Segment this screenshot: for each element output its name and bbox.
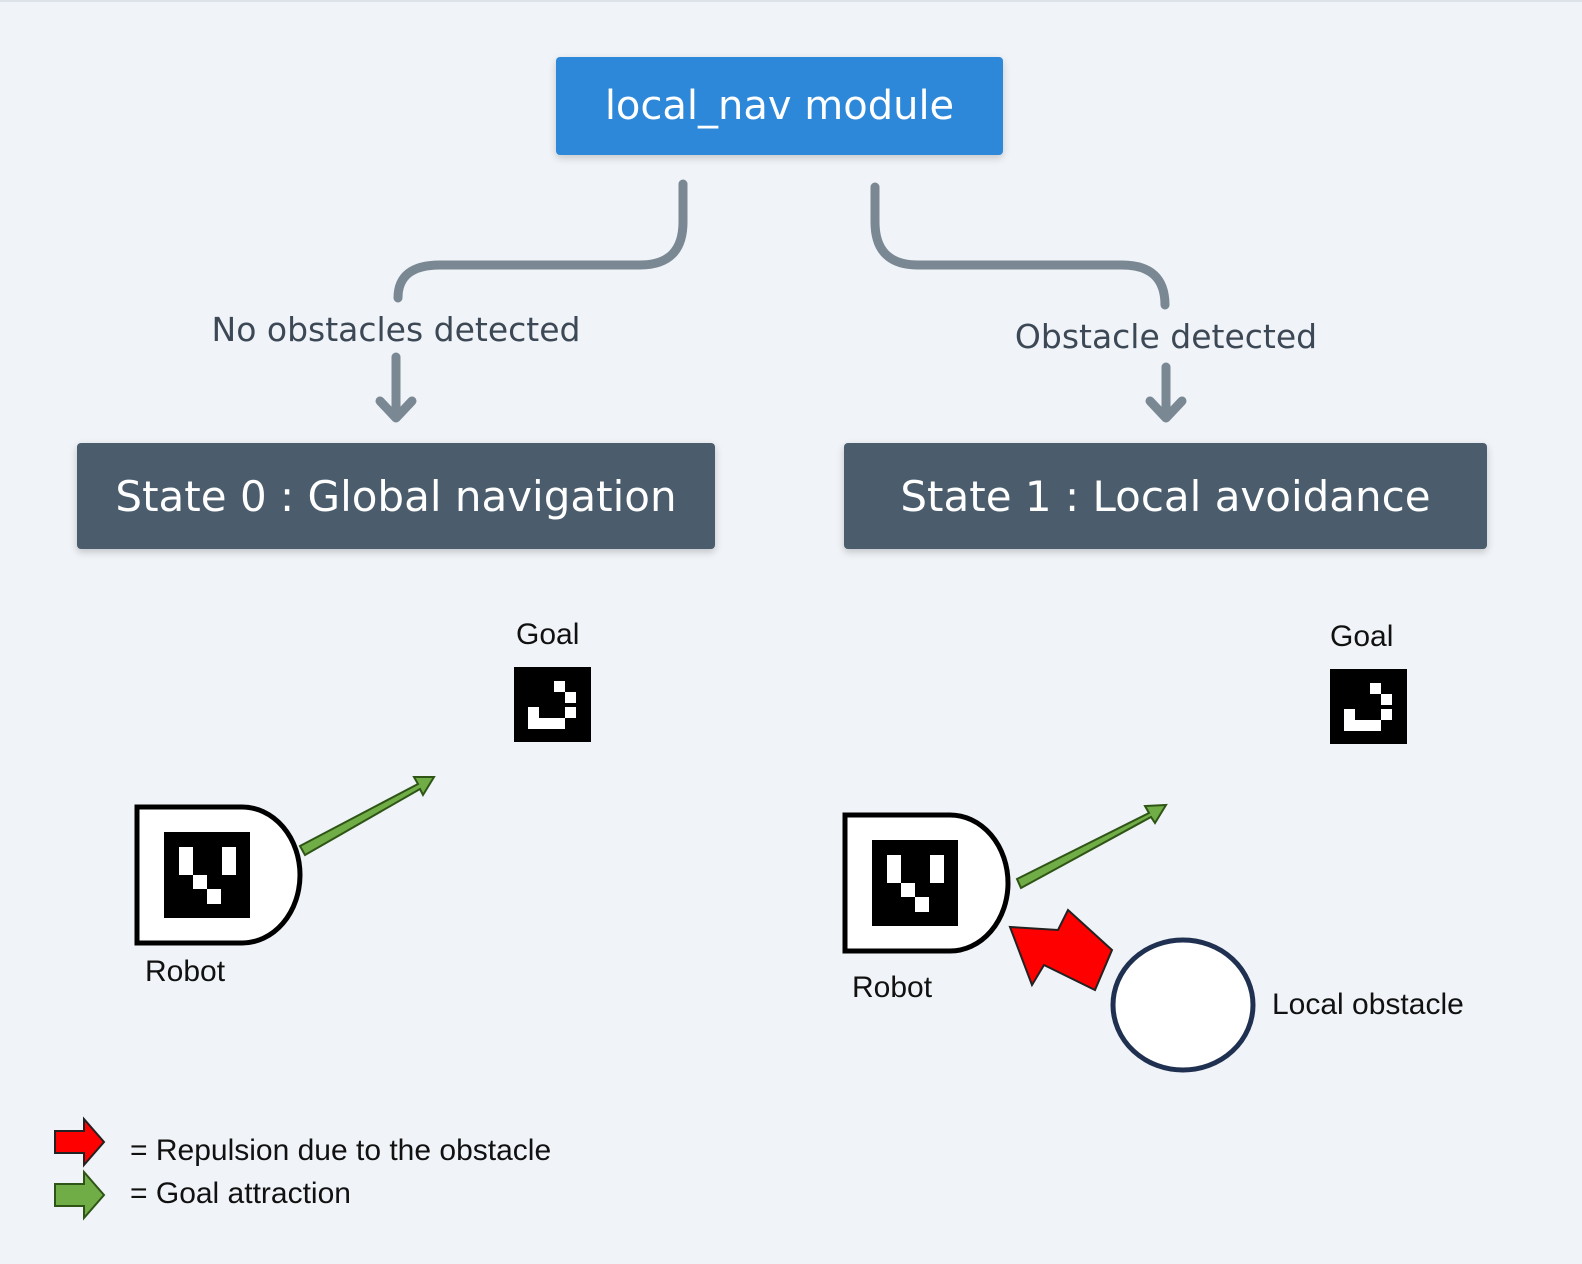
robot-label: Robot <box>145 955 226 988</box>
local-obstacle-circle <box>1110 937 1256 1073</box>
robot-label: Robot <box>852 971 933 1004</box>
legend-attraction-arrow-icon <box>54 1169 106 1221</box>
robot-icon <box>845 815 1008 951</box>
legend-attraction-label: = Goal attraction <box>130 1177 351 1210</box>
legend-repulsion-label: = Repulsion due to the obstacle <box>130 1134 552 1167</box>
connector-left <box>393 179 688 303</box>
state-0-box: State 0 : Global navigation <box>77 443 715 549</box>
condition-label-obstacle: Obstacle detected <box>1014 317 1318 356</box>
state-1-box: State 1 : Local avoidance <box>844 443 1487 549</box>
goal-label: Goal <box>1330 620 1394 653</box>
goal-marker-icon <box>1330 669 1407 744</box>
repulsion-arrow-icon <box>1008 908 1114 992</box>
robot-icon <box>137 807 300 943</box>
down-arrow-right-icon <box>1145 362 1187 423</box>
module-title-box: local_nav module <box>556 57 1003 155</box>
down-arrow-left-icon <box>375 352 417 423</box>
connector-right <box>870 182 1170 310</box>
attraction-arrow-icon <box>298 776 436 857</box>
top-divider <box>0 0 1582 2</box>
goal-marker-icon <box>514 667 591 742</box>
condition-label-no-obstacles: No obstacles detected <box>211 310 581 349</box>
local-obstacle-label: Local obstacle <box>1272 988 1464 1021</box>
attraction-arrow-icon <box>1015 803 1168 890</box>
legend-repulsion-arrow-icon <box>54 1116 106 1168</box>
goal-label: Goal <box>516 618 580 651</box>
